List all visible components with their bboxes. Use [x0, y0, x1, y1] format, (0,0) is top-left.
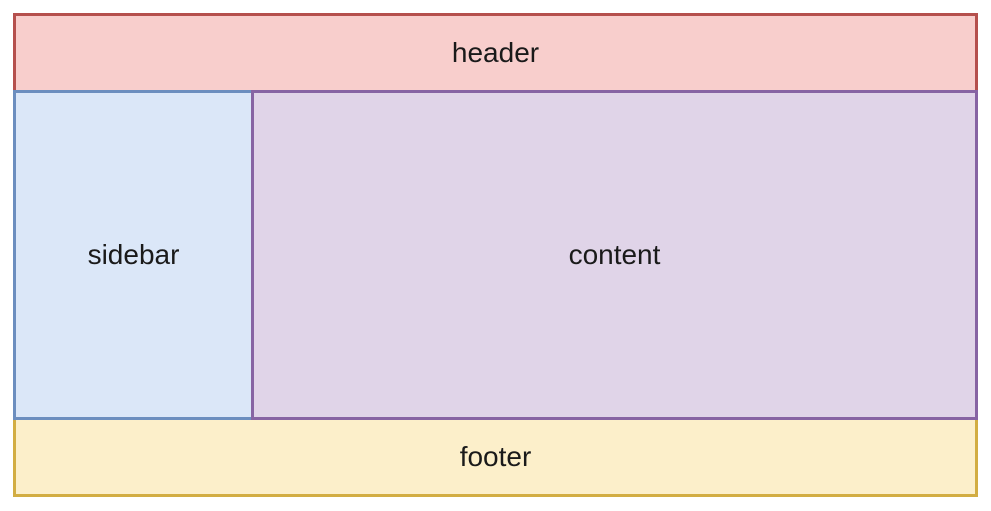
- footer-region: footer: [13, 417, 978, 497]
- middle-row: sidebar content: [13, 90, 978, 420]
- page-layout-diagram: header sidebar content footer: [13, 13, 978, 497]
- content-region: content: [251, 90, 978, 420]
- header-region-label: header: [451, 37, 540, 68]
- header-region: header: [13, 13, 978, 93]
- footer-region-label: footer: [459, 441, 532, 472]
- sidebar-region: sidebar: [13, 90, 254, 420]
- sidebar-region-label: sidebar: [87, 239, 180, 270]
- content-region-label: content: [568, 239, 661, 270]
